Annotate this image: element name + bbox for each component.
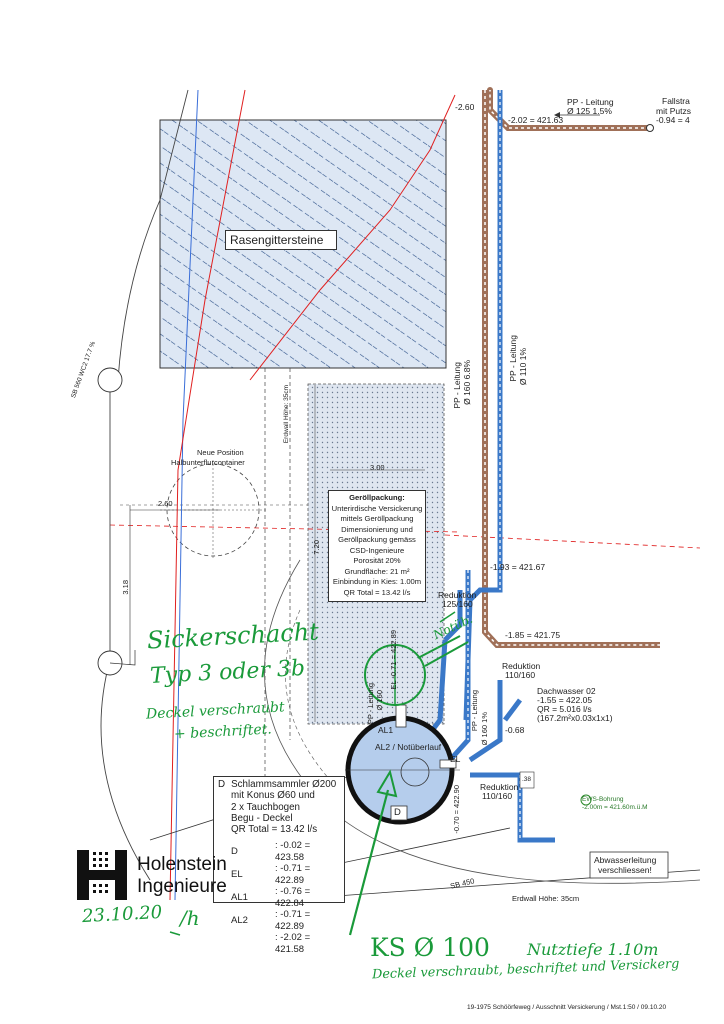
level-minus070: -0.70 = 422.90 — [452, 785, 461, 834]
ews-1: EWS-Bohrung — [582, 796, 624, 803]
el-label: EL — [450, 754, 461, 764]
hand-signature: /h — [180, 906, 200, 930]
table-row: AL1: -0.76 = 422.84 — [231, 886, 311, 909]
rasengitter-label-box: Rasengittersteine — [225, 230, 337, 250]
reduktion-mid-dim: 110/160 — [505, 670, 536, 680]
d-marker: D — [394, 807, 401, 818]
schlamm-marker: D — [218, 779, 226, 790]
schlamm-line4: Begu - Deckel — [231, 812, 293, 824]
abwasser-1: Abwasserleitung — [594, 855, 657, 865]
table-row: EL: -0.71 = 422.89 — [231, 863, 311, 886]
reduktion-low: Reduktion — [480, 782, 519, 792]
erdwall-bottom: Erdwall Höhe: 35cm — [512, 894, 580, 903]
dachwasser-calc: (167.2m²x0.03x1x1) — [537, 713, 613, 723]
table-row: : -2.02 = 421.58 — [275, 932, 311, 955]
schlamm-line2: mit Konus Ø60 und — [231, 790, 315, 802]
level-minus185: -1.85 = 421.75 — [505, 630, 561, 640]
level-minus094: -0.94 = 4 — [656, 115, 690, 125]
geroellpackung-box: Geröllpackung: Unterirdische Versickerun… — [328, 490, 426, 602]
ews-2: -2.00m = 421.60m.ü.M — [582, 804, 648, 811]
reduktion-top-dim: 125/160 — [442, 599, 473, 609]
geroell-line4: Geröllpackung gemäss — [338, 535, 416, 544]
pp-110-label: PP - Leitung — [508, 335, 518, 382]
al2-label: AL2 / Notüberlauf — [375, 742, 442, 752]
pp-160-1pct-label: PP - Leitung — [470, 690, 479, 732]
schlammsammler-box: D Schlammsammler Ø200 mit Konus Ø60 und … — [213, 776, 345, 955]
dim-300: 3.00 — [370, 463, 385, 472]
geroell-einbindung: Einbindung in Kies: 1.00m — [332, 577, 422, 586]
pp-top-dim: Ø 125 1.5% — [567, 106, 612, 116]
geroell-grundflaeche: Grundfläche: 21 m² — [344, 566, 410, 576]
abwasser-2: verschliessen! — [598, 865, 652, 875]
geroell-line2: mittels Geröllpackung — [340, 514, 414, 523]
level-minus068: -0.68 — [505, 725, 525, 735]
logo-line1: Holenstein — [137, 854, 227, 875]
level-minus202: -2.02 = 421.63 — [508, 115, 564, 125]
holenstein-logo: Holenstein Ingenieure — [75, 848, 255, 904]
reduktion-low-dim: 110/160 — [482, 791, 513, 801]
dachwasser-level: -1.55 = 422.05 — [537, 695, 593, 705]
logo-mark-icon — [75, 848, 129, 902]
geroell-title: Geröllpackung: — [349, 493, 405, 502]
geroell-line3: Dimensionierung und — [341, 524, 413, 534]
table-row: D: -0.02 = 423.58 — [231, 840, 311, 863]
geroell-line1: Unterirdische Versickerung — [331, 503, 423, 513]
dim-720: 7.20 — [312, 540, 321, 555]
level-minus193: -1.93 = 421.67 — [490, 562, 546, 572]
hand-nutztiefe: Nutztiefe 1.10m — [527, 940, 659, 959]
reduktion-mid: Reduktion — [502, 661, 541, 671]
dachwasser-title: Dachwasser 02 — [537, 686, 596, 696]
pp-160-small-dim: Ø 160 — [375, 690, 384, 711]
logo-line2: Ingenieure — [137, 876, 227, 897]
schlamm-title: Schlammsammler Ø200 — [231, 779, 337, 790]
el-vertical: EL -0.71 = 422.89 — [389, 630, 398, 690]
pp-top-label: PP - Leitung — [567, 97, 614, 107]
dachwasser-q: QR = 5.016 l/s — [537, 704, 592, 714]
pp-160-1pct-dim: Ø 160 1% — [480, 712, 489, 746]
geroell-porositaet: Porosität 20% — [353, 556, 401, 565]
dim-260: 2.60 — [158, 499, 173, 508]
schlamm-levels-table: D: -0.02 = 423.58 EL: -0.71 = 422.89 AL1… — [231, 840, 340, 955]
al1-label: AL1 — [378, 725, 394, 735]
table-row: AL2: -0.71 = 422.89 — [231, 909, 311, 932]
reduktion-top: Reduktion — [438, 590, 477, 600]
geroell-line5: CSD-Ingenieure — [349, 545, 405, 555]
neue-position-1: Neue Position — [197, 448, 244, 457]
hand-ks: KS Ø 100 — [370, 933, 490, 962]
d-marker-box — [390, 805, 408, 821]
level-minus260: -2.60 — [455, 102, 475, 112]
shaft-inner — [400, 757, 430, 787]
pp-110-dim: Ø 110 1% — [518, 348, 528, 386]
pp-160-small-label: PP - Leitung — [366, 683, 375, 725]
fallstrang-1: Fallstra — [662, 96, 690, 106]
dim-38: .38 — [522, 776, 532, 783]
geroell-q-total: QR Total = 13.42 l/s — [343, 587, 411, 597]
neue-position-2: Halbunterflurcontainer — [171, 458, 245, 467]
erdwall-vertical: Erdwall Höhe: 35cm — [283, 385, 290, 444]
schlamm-q-total: QR Total = 13.42 l/s — [231, 824, 318, 836]
pp-160-dim: Ø 160 6.8% — [462, 360, 472, 405]
dim-318: 3.18 — [121, 580, 130, 595]
pp-160-label: PP - Leitung — [452, 362, 462, 409]
schlamm-line3: 2 x Tauchbogen — [231, 801, 300, 813]
hand-date: 23.10.20 — [81, 901, 163, 928]
fallstrang-2: mit Putzs — [656, 106, 691, 116]
footer-caption: 19-1975 Schöörfeweg / Ausschnitt Versick… — [467, 1004, 667, 1011]
